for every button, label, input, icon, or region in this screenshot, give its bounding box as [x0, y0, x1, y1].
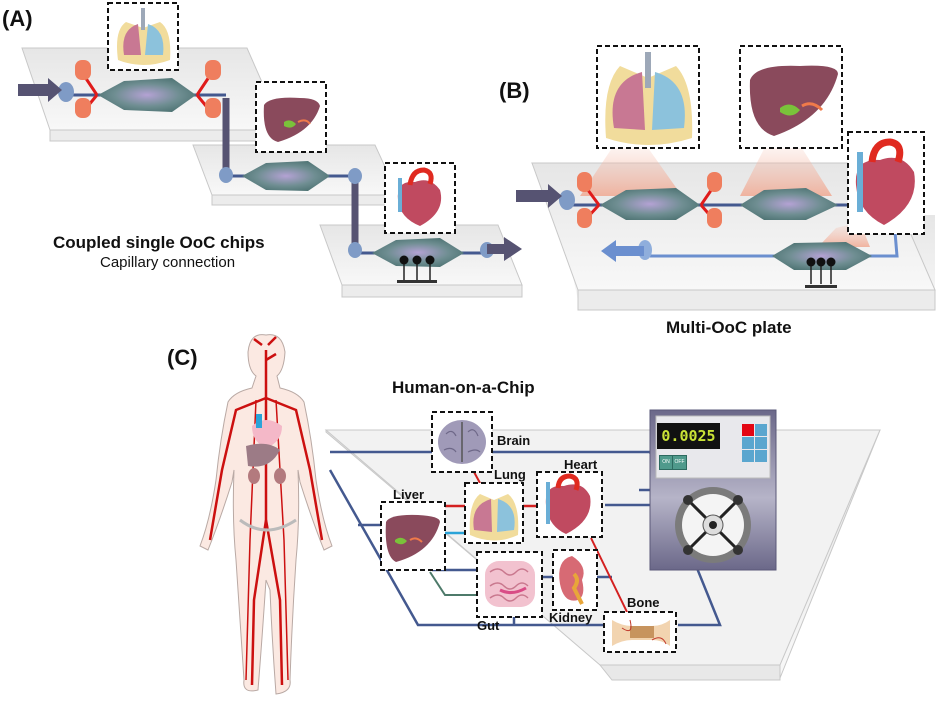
port	[348, 168, 362, 184]
gut-icon	[485, 561, 535, 607]
plate-edge	[577, 289, 936, 311]
inlet-arrow-icon	[18, 78, 62, 102]
valve-icon	[205, 98, 221, 118]
valve-icon	[205, 60, 221, 80]
keypad-key[interactable]	[742, 437, 754, 449]
heart-icon	[397, 167, 442, 226]
pump-flow-readout: 0.0025	[657, 423, 720, 449]
keypad-key[interactable]	[755, 450, 767, 462]
panel-c-title: Human-on-a-Chip	[392, 378, 535, 397]
sensor-electrodes-icon	[397, 255, 437, 283]
organ-chamber	[98, 78, 196, 112]
panel-b-label: (B)	[499, 78, 530, 103]
chip-plate-edge	[49, 129, 284, 142]
body-liver	[246, 443, 280, 467]
organ-chamber-lung	[600, 188, 700, 220]
pump-on-button[interactable]: ON	[659, 455, 673, 470]
stop-key[interactable]	[742, 424, 754, 436]
lung-icon	[605, 52, 693, 145]
panel-b-title: Multi-OoC plate	[666, 318, 792, 337]
liver-icon	[749, 65, 838, 136]
valve-cluster-left	[577, 172, 601, 228]
kidney-icon	[559, 556, 584, 605]
liver-icon	[263, 97, 320, 142]
valve-icon	[577, 208, 592, 228]
blood-vessels-icon	[208, 336, 324, 686]
projection-beam	[580, 145, 682, 196]
valve-cluster-left	[75, 60, 99, 118]
channel	[429, 571, 478, 596]
panel-c-label: (C)	[167, 345, 198, 370]
lung-icon	[117, 8, 171, 65]
valve-icon	[75, 60, 91, 80]
panel-c	[199, 334, 881, 695]
outlet-arrow-icon	[487, 237, 522, 261]
panel-a-subtitle: Capillary connection	[100, 254, 236, 271]
bone-icon	[612, 619, 670, 646]
inlet-port	[58, 82, 74, 102]
liver-icon	[385, 514, 440, 562]
return-channel	[650, 231, 899, 258]
organ-chamber	[372, 238, 464, 267]
keypad-key[interactable]	[755, 424, 767, 436]
valve-cluster-right	[699, 172, 722, 228]
panel-b	[516, 45, 936, 311]
organ-chamber	[242, 161, 330, 191]
organ-label-heart: Heart	[564, 457, 598, 472]
keypad-key[interactable]	[755, 437, 767, 449]
valve-icon	[75, 98, 91, 118]
valve-icon	[707, 172, 722, 192]
human-body-icon	[199, 334, 333, 695]
organ-chamber-heart	[772, 242, 872, 270]
pump-keypad	[742, 424, 767, 462]
heart-icon	[855, 138, 915, 225]
chip-2	[192, 81, 399, 206]
keypad-key[interactable]	[742, 450, 754, 462]
valve-icon	[707, 208, 722, 228]
sensor-electrodes-icon	[805, 257, 837, 288]
port	[219, 167, 233, 183]
panel-a-title: Coupled single OoC chips	[53, 233, 265, 252]
valve-cluster-right	[195, 60, 221, 118]
valve-icon	[577, 172, 592, 192]
organ-label-gut: Gut	[477, 618, 500, 633]
chip-1	[18, 2, 284, 142]
organ-label-liver: Liver	[393, 487, 425, 502]
lung-icon	[469, 494, 519, 541]
panel-a-label: (A)	[2, 6, 33, 31]
projection-beam	[740, 145, 832, 196]
chip-plate-edge	[211, 194, 399, 206]
pump-rotor-icon[interactable]	[675, 487, 751, 563]
heart-icon	[545, 473, 591, 534]
chip-3	[319, 162, 523, 298]
pump-off-button[interactable]: OFF	[672, 455, 687, 470]
organ-label-kidney: Kidney	[549, 610, 593, 625]
arterial-channel	[473, 471, 481, 484]
inlet-arrow-icon	[516, 184, 562, 208]
organ-label-brain: Brain	[497, 433, 531, 448]
brain-icon	[438, 420, 486, 464]
outlet-arrow-icon	[601, 240, 644, 262]
organ-chamber-liver	[740, 188, 838, 220]
inlet-port	[559, 190, 575, 210]
panel-a	[18, 2, 523, 298]
chip-plate-edge	[341, 284, 523, 298]
port	[348, 242, 362, 258]
organ-label-lung: Lung	[494, 467, 526, 482]
organ-label-bone: Bone	[627, 595, 660, 610]
